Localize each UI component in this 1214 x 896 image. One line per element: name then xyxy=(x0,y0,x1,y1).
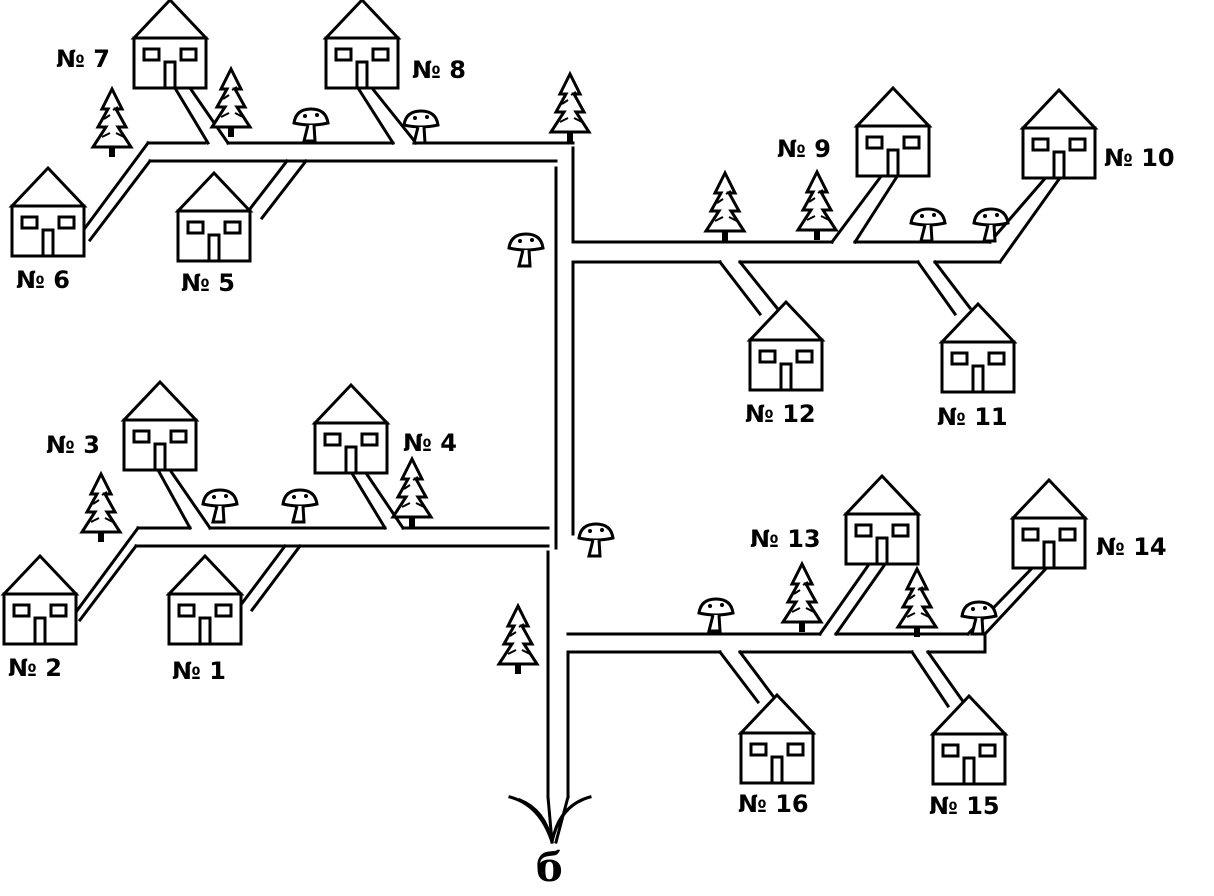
house-1-house-icon xyxy=(167,554,243,646)
house-label-10: № 10 xyxy=(1104,144,1175,172)
mushroom-icon xyxy=(972,207,1010,243)
house-8-house-icon xyxy=(324,0,400,90)
house-5-house-icon xyxy=(176,171,252,263)
road-lower-left xyxy=(73,525,550,623)
house-3-house-icon xyxy=(122,380,198,472)
road-upper-right xyxy=(571,240,1002,264)
house-16-house-icon xyxy=(739,693,815,785)
house-14-house-icon xyxy=(1011,478,1087,570)
house-11-house-icon xyxy=(940,302,1016,394)
fir-tree-icon xyxy=(391,457,433,529)
house-label-6: № 6 xyxy=(16,266,70,294)
fir-tree-icon xyxy=(781,562,823,634)
fir-tree-icon xyxy=(497,604,539,676)
road-upper-left xyxy=(82,140,575,243)
house-13-house-icon xyxy=(844,474,920,566)
mushroom-icon xyxy=(909,207,947,243)
house-6-house-icon xyxy=(10,166,86,258)
road-lower-right xyxy=(566,632,987,654)
fir-tree-icon xyxy=(210,67,252,139)
house-label-14: № 14 xyxy=(1096,533,1167,561)
house-label-4: № 4 xyxy=(403,429,457,457)
house-9-house-icon xyxy=(855,86,931,178)
fir-tree-icon xyxy=(80,472,122,544)
house-15-house-icon xyxy=(931,694,1007,786)
house-label-5: № 5 xyxy=(181,269,235,297)
mushroom-icon xyxy=(507,232,545,268)
main-road-left xyxy=(546,166,558,799)
fir-tree-icon xyxy=(91,87,133,159)
house-label-2: № 2 xyxy=(8,654,62,682)
fir-tree-icon xyxy=(549,72,591,144)
fir-tree-icon xyxy=(796,170,838,242)
house-label-13: № 13 xyxy=(750,525,821,553)
house-label-16: № 16 xyxy=(738,790,809,818)
house-7-house-icon xyxy=(132,0,208,90)
road-fork-end xyxy=(508,795,592,844)
mushroom-icon xyxy=(292,107,330,143)
fir-tree-icon xyxy=(896,567,938,639)
house-label-3: № 3 xyxy=(46,431,100,459)
house-label-12: № 12 xyxy=(745,400,816,428)
road-house7-8 xyxy=(172,85,419,146)
house-label-1: № 1 xyxy=(172,657,226,685)
house-2-house-icon xyxy=(2,554,78,646)
mushroom-icon xyxy=(697,597,735,633)
mushroom-icon xyxy=(577,522,615,558)
road-end-label: б xyxy=(536,844,563,891)
road-house13-14 xyxy=(817,557,1057,637)
road-house9-10 xyxy=(829,172,1065,265)
mushroom-icon xyxy=(281,488,319,524)
road-house12-11 xyxy=(717,259,973,317)
house-label-7: № 7 xyxy=(56,45,110,73)
mushroom-icon xyxy=(201,488,239,524)
house-label-9: № 9 xyxy=(777,135,831,163)
house-10-house-icon xyxy=(1021,88,1097,180)
house-label-8: № 8 xyxy=(412,56,466,84)
road-house16-15 xyxy=(717,649,965,709)
mushroom-icon xyxy=(402,109,440,145)
road-house3-4 xyxy=(155,467,406,531)
house-label-11: № 11 xyxy=(937,403,1008,431)
house-label-15: № 15 xyxy=(929,792,1000,820)
main-road-right xyxy=(566,146,575,799)
fir-tree-icon xyxy=(704,171,746,243)
house-4-house-icon xyxy=(313,383,389,475)
